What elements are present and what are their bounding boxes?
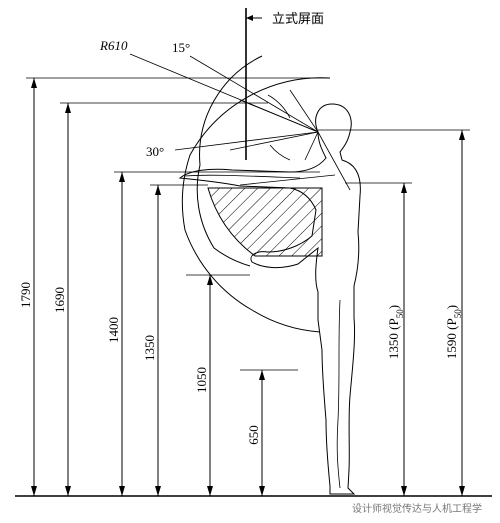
sight-line-6 (304, 131, 319, 161)
angle-15-label: 15° (172, 40, 190, 55)
dim-650: 650 (246, 425, 261, 445)
dim-1690: 1690 (52, 287, 67, 313)
dim-1590-p50: 1590 (P50) (444, 305, 463, 359)
angle-arc-30 (269, 144, 291, 161)
sight-30-line (174, 131, 319, 151)
dim-1350-p50: 1350 (P50) (386, 305, 405, 359)
watermark: 设计师视觉传达与人机工程学 (352, 502, 482, 515)
sight-line-2 (239, 99, 319, 133)
sight-line-5 (317, 131, 351, 191)
reach-arc-r610 (196, 55, 263, 267)
arm-reach-line (239, 174, 336, 186)
reach-arc-outer (181, 77, 331, 333)
leg-contour (336, 299, 341, 489)
comfort-zone (207, 187, 323, 257)
dim-1350: 1350 (142, 335, 157, 361)
dim-1790: 1790 (18, 282, 33, 308)
angle-30-label: 30° (146, 144, 164, 159)
radius-label: R610 (99, 38, 128, 53)
dim-1400: 1400 (106, 317, 121, 343)
screen-label: 立式屏面 (272, 12, 324, 27)
sight-line-4 (289, 89, 319, 133)
sight-line-3 (229, 131, 319, 151)
sight-15-line (189, 55, 319, 133)
arm-contour (184, 174, 301, 179)
angle-arc-15 (267, 94, 291, 119)
human-figure (178, 103, 361, 495)
dim-1050: 1050 (194, 367, 209, 393)
